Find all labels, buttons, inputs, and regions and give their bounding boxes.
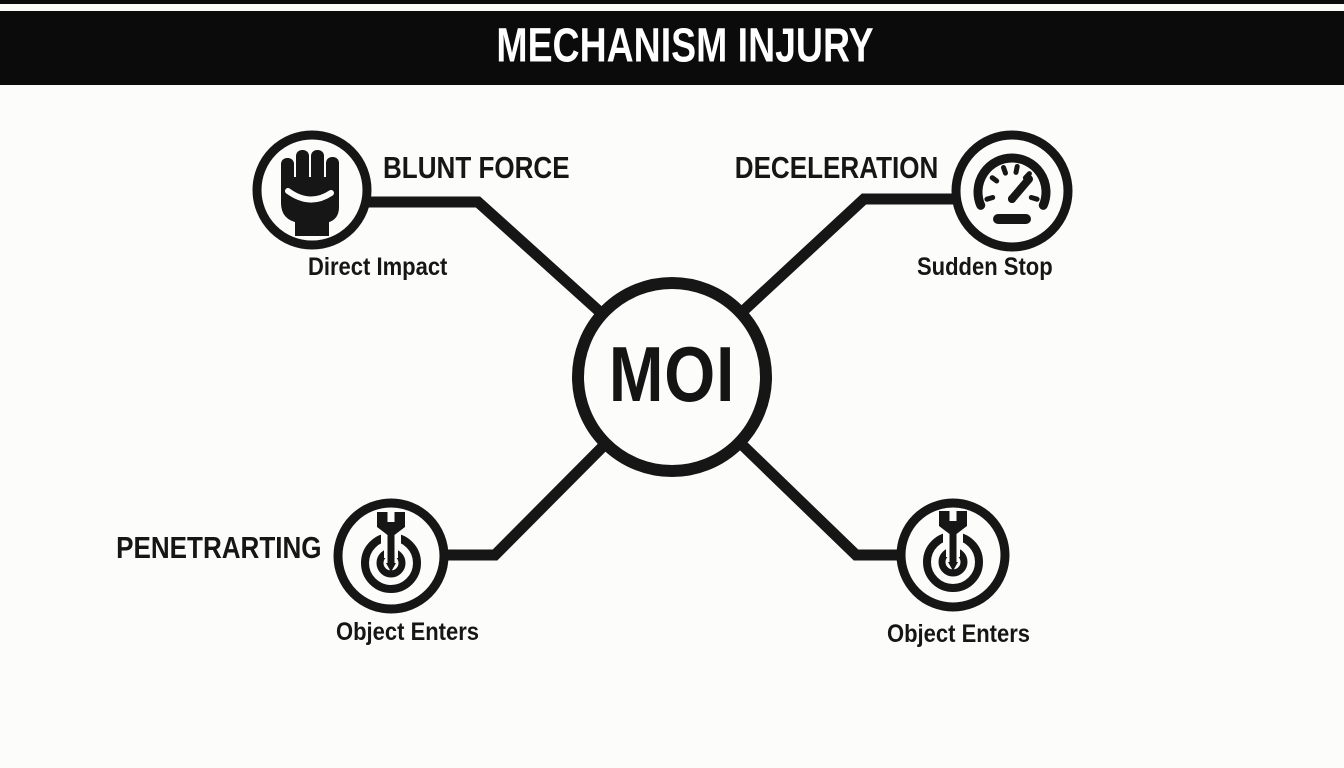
header-bar: MECHANISM INJURY	[0, 11, 1344, 85]
node-title-penetrating: PENETRARTING	[116, 530, 322, 565]
node-subtitle-object-enters-right: Object Enters	[887, 620, 1031, 648]
speedometer-icon	[973, 153, 1051, 224]
node-subtitle-object-enters-left: Object Enters	[336, 618, 480, 646]
node-title-blunt-force: BLUNT FORCE	[383, 150, 570, 185]
page-title: MECHANISM INJURY	[496, 19, 874, 73]
center-node-label: MOI	[608, 329, 736, 418]
top-border-strip	[0, 0, 1344, 4]
node-circle-deceleration	[951, 130, 1073, 252]
node-subtitle-sudden-stop: Sudden Stop	[917, 253, 1053, 281]
center-node-circle	[572, 277, 772, 477]
node-subtitle-direct-impact: Direct Impact	[308, 253, 448, 281]
node-title-deceleration: DECELERATION	[734, 150, 938, 185]
fist-icon	[281, 150, 339, 236]
target-arrow-icon	[923, 511, 983, 592]
target-arrow-icon	[361, 512, 421, 593]
